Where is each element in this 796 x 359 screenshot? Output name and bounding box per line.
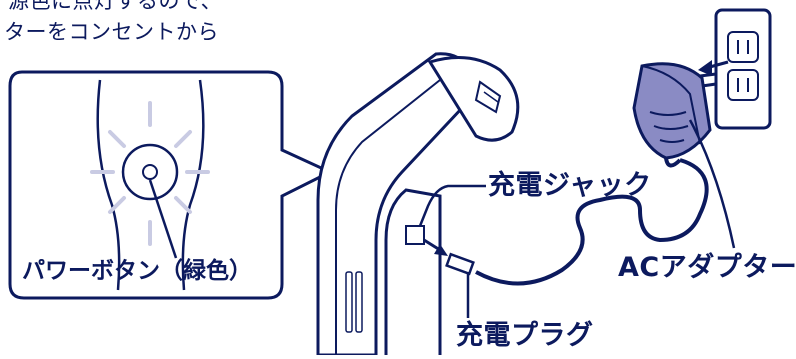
arrow-icon xyxy=(423,238,448,256)
charge-jack-port xyxy=(405,225,425,245)
charge-plug xyxy=(445,252,475,276)
charge-plug-label: 充電プラグ xyxy=(456,320,594,351)
device-body xyxy=(316,52,520,357)
glow-rays xyxy=(90,101,210,246)
header-text-line1: 源色に点灯するので、 xyxy=(8,0,223,13)
power-button-closeup xyxy=(121,143,179,259)
leader-lines xyxy=(418,119,736,318)
vent-slots xyxy=(345,271,363,333)
ac-adapter-label: ACアダプター xyxy=(618,252,796,283)
wall-outlet-icon xyxy=(714,8,772,130)
power-button-leader xyxy=(148,179,178,259)
charge-cable xyxy=(445,158,709,286)
power-button-label: パワーボタン（緑色） xyxy=(22,258,252,284)
adapter-arrow-icon xyxy=(698,60,729,76)
charge-jack-label: 充電ジャック xyxy=(488,170,652,201)
header-text-line2: ターをコンセントから xyxy=(4,20,219,44)
ac-adapter xyxy=(632,62,717,168)
